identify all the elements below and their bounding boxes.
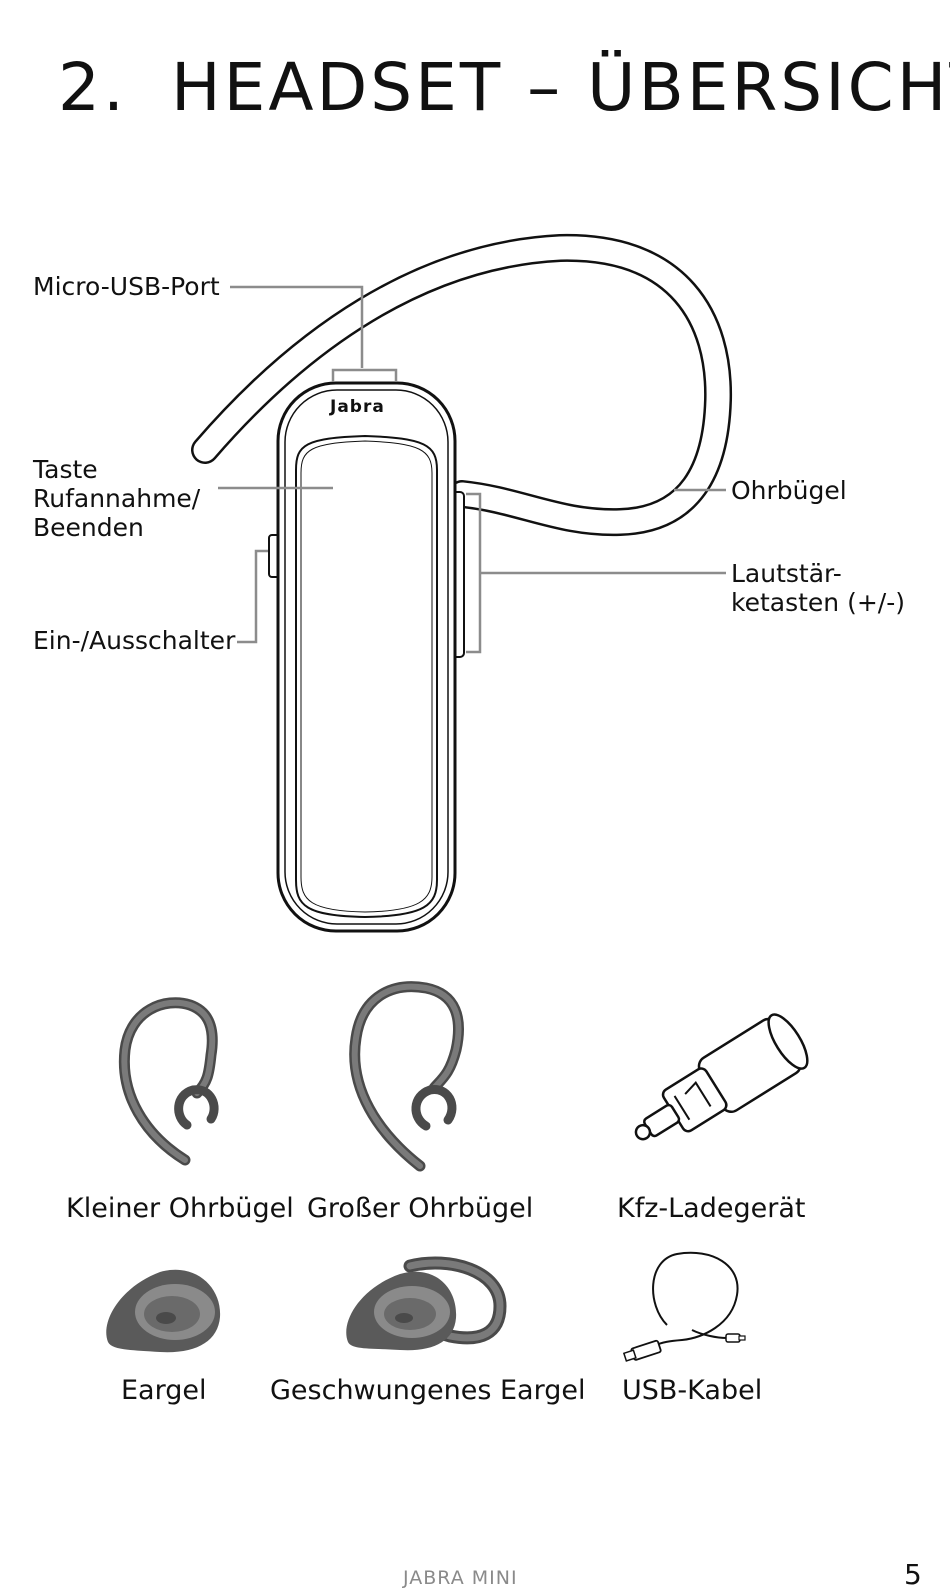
power-label: Ein-/Ausschalter	[33, 626, 236, 655]
page-number: 5	[904, 1558, 922, 1591]
micro-usb-label: Micro-USB-Port	[33, 272, 220, 301]
curved-eargel-image	[346, 1256, 507, 1351]
footer-product: JABRA MINI	[403, 1567, 518, 1589]
large-earhook-caption: Großer Ohrbügel	[307, 1193, 534, 1224]
section-title: HEADSET – ÜBERSICHT	[170, 49, 950, 126]
car-charger-image	[634, 1013, 809, 1141]
car-charger-caption: Kfz-Ladegerät	[617, 1193, 806, 1224]
small-earhook-image	[118, 997, 219, 1166]
section-number: 2.	[58, 49, 127, 126]
answer-end-label: Taste Rufannahme/ Beenden	[33, 455, 201, 542]
answer-button-shape	[295, 434, 438, 919]
headset-illustration	[191, 233, 733, 933]
brand-logo: Jabra	[330, 397, 385, 417]
page-title: 2. HEADSET – ÜBERSICHT	[58, 49, 950, 126]
large-earhook-image	[349, 981, 464, 1172]
volume-label: Lautstär- ketasten (+/-)	[731, 559, 905, 617]
eargel-caption: Eargel	[121, 1375, 207, 1406]
eargel-image	[106, 1269, 221, 1353]
usb-cable-image	[622, 1251, 746, 1362]
curved-eargel-caption: Geschwungenes Eargel	[270, 1375, 586, 1406]
small-earhook-caption: Kleiner Ohrbügel	[66, 1193, 294, 1224]
earhook-label: Ohrbügel	[731, 476, 847, 505]
usb-cable-caption: USB-Kabel	[622, 1375, 763, 1406]
